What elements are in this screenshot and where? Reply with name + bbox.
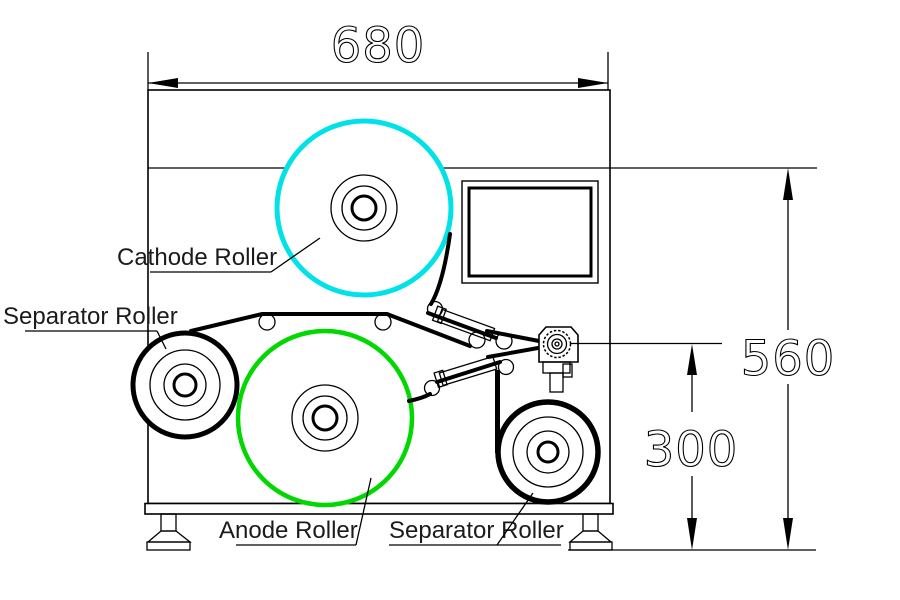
anode-hub-shaft: [311, 404, 339, 432]
right-foot-pad: [569, 541, 613, 551]
guide-roller: [423, 379, 441, 397]
cathode-nip-housing: [436, 308, 496, 342]
dimension-width-680: 680: [147, 17, 609, 90]
leader-line: [270, 237, 321, 273]
winding-head: [538, 326, 722, 393]
winding-spindle-mid: [546, 333, 568, 355]
anode-nip-housing: [438, 355, 498, 387]
separator-left-hub-mid: [163, 363, 207, 407]
cathode-web-path: [426, 232, 498, 342]
anode-roll-coil: [235, 328, 415, 508]
right-foot: [568, 513, 613, 551]
dimension-center-text: 300: [644, 422, 739, 478]
right-foot-stem: [582, 513, 599, 532]
separator-right-hub-shaft: [536, 440, 560, 464]
anode-nip-endcap: [433, 369, 448, 389]
leader-line: [156, 330, 167, 350]
arrowhead-down: [783, 518, 793, 550]
anode-label: Anode Roller: [219, 517, 358, 544]
arrowhead-up: [783, 168, 793, 200]
dimension-height-text: 560: [741, 331, 836, 387]
winding-head-latch: [562, 363, 573, 378]
turn-roller: [497, 358, 515, 376]
cathode-web-curve: [429, 232, 452, 306]
cathode-roll-coil: [274, 118, 454, 298]
screen-display: [467, 186, 593, 278]
dimension-height-560: 560: [740, 168, 836, 550]
cathode-label: Cathode Roller: [117, 244, 277, 271]
separator-right-label: Separator Roller: [389, 517, 564, 544]
winding-head-stem: [549, 372, 564, 393]
web-convergence: [468, 329, 541, 453]
callout-separator-left: Separator Roller: [3, 303, 178, 350]
left-foot-cone: [146, 530, 192, 543]
anode-web-feed: [435, 360, 502, 384]
leader-line: [355, 477, 372, 546]
machine-frame: [144, 89, 817, 551]
guide-roller: [374, 313, 392, 331]
separator-left-label: Separator Roller: [3, 303, 178, 330]
separator-left-hub-outer: [149, 349, 221, 421]
arrowhead-right: [578, 78, 608, 88]
pinch-roller: [468, 331, 486, 349]
cathode-hub-mid: [341, 185, 387, 231]
right-foot-cone: [568, 530, 613, 543]
separator-web-line: [189, 312, 472, 348]
arrowhead-down: [687, 518, 697, 550]
dimension-height-300: 300: [643, 344, 739, 550]
cathode-nip-endcap: [431, 305, 448, 325]
converge-web-top: [485, 329, 541, 343]
base-plate: [144, 502, 614, 515]
separator-right-hub-mid: [526, 430, 570, 474]
left-foot-stem: [160, 513, 177, 532]
dimension-width-text: 680: [331, 18, 426, 74]
anode-hub-outer: [291, 384, 359, 452]
cathode-nip-unit: [431, 305, 496, 342]
anode-nip-unit: [433, 355, 498, 389]
callout-anode: Anode Roller: [219, 477, 372, 546]
control-screen: [461, 180, 599, 284]
separator-roller-right: [495, 399, 601, 505]
cathode-hub-shaft: [350, 194, 378, 222]
callout-separator-right: Separator Roller: [389, 492, 564, 546]
leader-line: [496, 492, 534, 546]
pinch-roller: [495, 332, 513, 350]
converge-web-bottom: [486, 346, 540, 359]
separator-left-coil: [130, 330, 240, 440]
anode-hub-mid: [302, 395, 348, 441]
guide-roller: [258, 313, 276, 331]
callout-cathode: Cathode Roller: [117, 237, 321, 273]
arrowhead-up: [687, 344, 697, 375]
cathode-hub-outer: [330, 174, 398, 242]
separator-web-path: [189, 312, 472, 348]
cathode-roller: [274, 118, 454, 298]
left-foot: [146, 513, 192, 551]
anode-web-path: [407, 355, 502, 403]
winding-spindle-core: [551, 338, 563, 350]
winding-spindle-center: [554, 341, 560, 347]
separator-right-hub-outer: [512, 416, 584, 488]
left-foot-pad: [146, 541, 191, 551]
separator-roller-left: [130, 330, 240, 440]
separator-left-hub-shaft: [172, 372, 198, 398]
anode-roller: [235, 328, 415, 508]
arrowhead-left: [148, 78, 178, 88]
